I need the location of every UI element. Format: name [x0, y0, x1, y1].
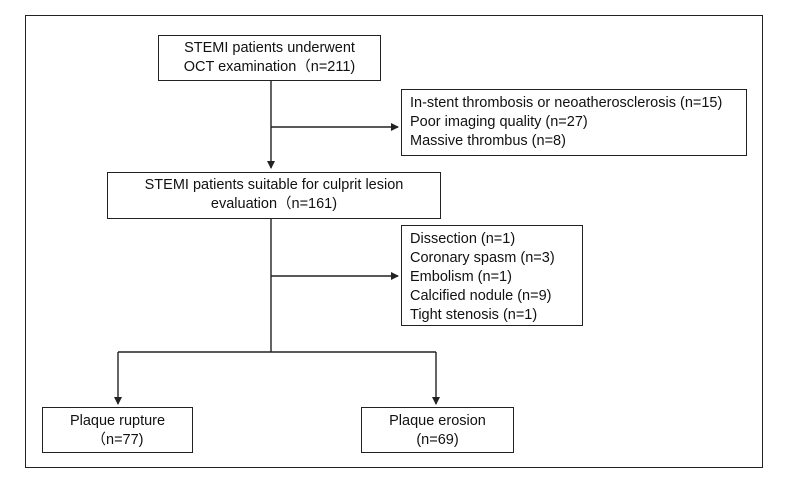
plaque-rupture-label: Plaque rupture — [69, 413, 166, 429]
exclusion-2-item-3: Embolism (n=1) — [410, 269, 512, 285]
box-exclusion-2: Dissection (n=1) Coronary spasm (n=3) Em… — [401, 225, 583, 326]
plaque-erosion-count: (n=69) — [416, 432, 459, 448]
exclusion-2-item-4: Calcified nodule (n=9) — [410, 288, 552, 304]
exclusion-2-item-1: Dissection (n=1) — [410, 231, 516, 247]
diagram-frame — [25, 15, 763, 468]
box-suitable-for-evaluation: STEMI patients suitable for culprit lesi… — [107, 172, 441, 219]
box-suitable-line-1: STEMI patients suitable for culprit lesi… — [144, 177, 404, 193]
plaque-rupture-count: （n=77) — [91, 432, 144, 448]
box-oct-examined: STEMI patients underwent OCT examination… — [158, 35, 381, 81]
plaque-erosion-label: Plaque erosion — [389, 413, 486, 429]
exclusion-1-item-2: Poor imaging quality (n=27) — [410, 114, 588, 130]
box-plaque-rupture: Plaque rupture （n=77) — [42, 407, 193, 453]
box-oct-examined-line-2: OCT examination（n=211) — [183, 59, 356, 75]
box-suitable-line-2: evaluation（n=161) — [210, 196, 338, 212]
box-plaque-erosion: Plaque erosion (n=69) — [361, 407, 514, 453]
exclusion-1-item-3: Massive thrombus (n=8) — [410, 133, 566, 149]
box-oct-examined-line-1: STEMI patients underwent — [184, 40, 355, 56]
exclusion-2-item-5: Tight stenosis (n=1) — [410, 307, 538, 323]
exclusion-2-item-2: Coronary spasm (n=3) — [410, 250, 555, 266]
box-exclusion-1: In-stent thrombosis or neoatherosclerosi… — [401, 89, 747, 156]
exclusion-1-item-1: In-stent thrombosis or neoatherosclerosi… — [410, 95, 723, 111]
